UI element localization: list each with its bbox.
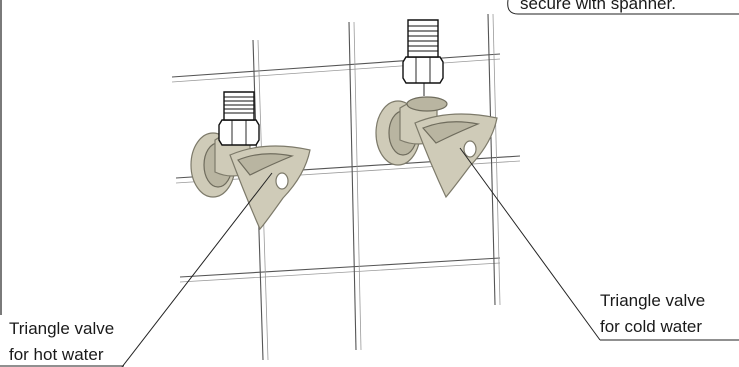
threaded-fitting-icon: [407, 19, 439, 58]
callout-text-secure: secure with spanner.: [520, 0, 676, 13]
hex-nut-icon: [218, 119, 260, 146]
threaded-fitting-icon: [223, 91, 255, 121]
cold-water-callout: Triangle valve for cold water: [459, 147, 739, 341]
cold-valve-label-line2: for cold water: [600, 317, 702, 336]
hot-water-valve: [190, 91, 311, 231]
hot-valve-label-line1: Triangle valve: [9, 319, 114, 338]
hex-nut-icon: [402, 56, 444, 84]
hot-water-callout: Triangle valve for hot water: [0, 172, 273, 367]
tile-grid: [171, 13, 521, 361]
cold-water-valve: [375, 19, 498, 199]
top-right-callout: secure with spanner.: [507, 0, 739, 15]
hot-valve-label-line2: for hot water: [9, 345, 104, 364]
cold-valve-label-line1: Triangle valve: [600, 291, 705, 310]
